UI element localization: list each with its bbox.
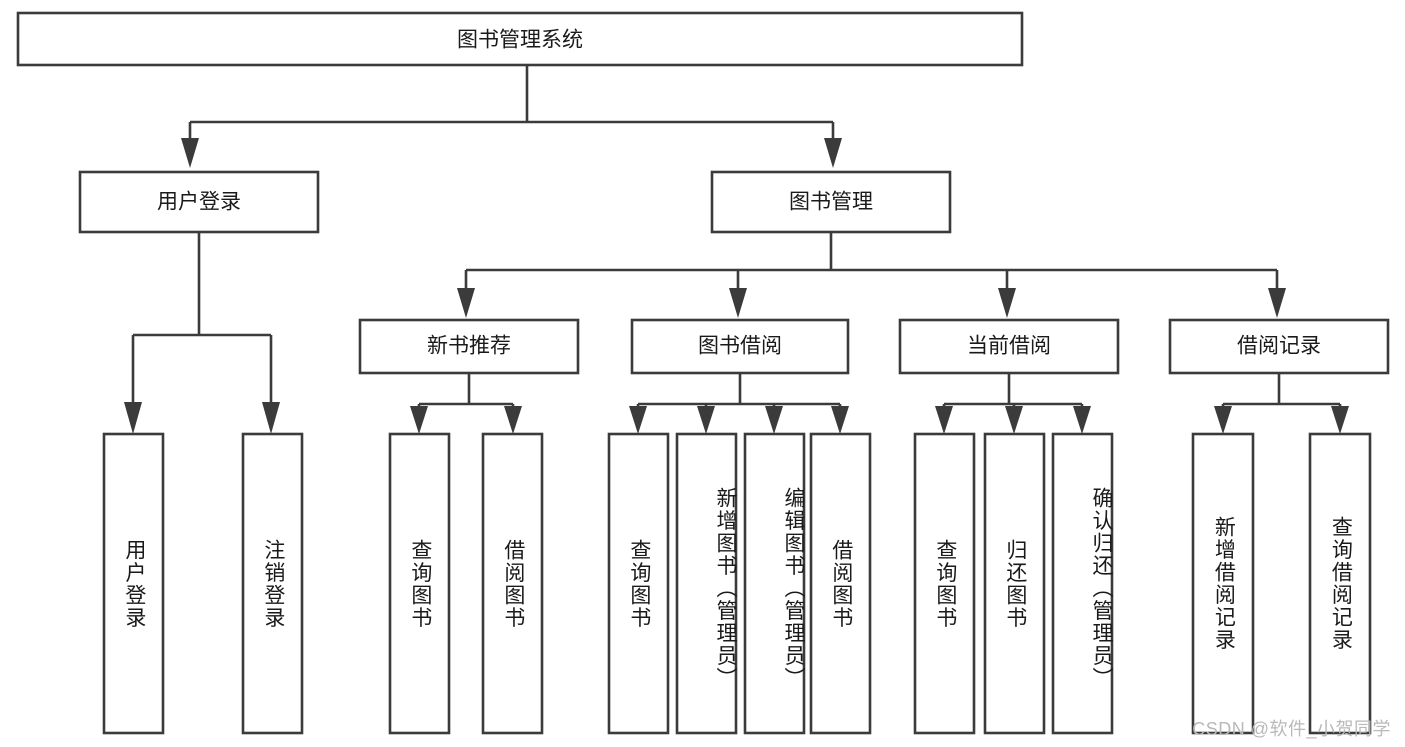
- arrow-head-nb-query-book: [410, 406, 428, 434]
- node-book-borrow-box[interactable]: [630, 318, 850, 375]
- arrow-head-bb-borrow-book: [831, 406, 849, 434]
- node-book-borrow[interactable]: 图书借阅: [630, 318, 850, 375]
- arrow-head-userlogin: [181, 138, 199, 168]
- node-borrow-record-label: 借阅记录: [1237, 335, 1321, 358]
- node-new-book-recommend[interactable]: 新书推荐: [358, 318, 580, 375]
- node-root[interactable]: 图书管理系统: [16, 11, 1024, 67]
- csdn-watermark: CSDN @软件_小贺同学: [1192, 719, 1391, 739]
- node-borrow-record-box[interactable]: [1168, 318, 1390, 375]
- node-new-book-recommend-label: 新书推荐: [427, 335, 511, 358]
- node-book-management-label: 图书管理: [789, 191, 873, 214]
- leaf-box-br-add-record[interactable]: [1191, 432, 1255, 735]
- arrow-head-bookmgmt: [824, 138, 842, 168]
- arrow-head-current-borrow: [998, 288, 1016, 318]
- node-book-borrow-label: 图书借阅: [698, 335, 782, 358]
- leaf-box-cb-confirm-return[interactable]: [1051, 432, 1114, 735]
- node-root-box[interactable]: [16, 11, 1024, 67]
- arrow-head-nb-borrow-book: [504, 406, 522, 434]
- node-borrow-record[interactable]: 借阅记录: [1168, 318, 1390, 375]
- arrow-head-bb-add-book: [697, 406, 715, 434]
- leaf-box-logout[interactable]: [241, 432, 304, 735]
- leaf-box-nb-borrow-book[interactable]: [481, 432, 544, 735]
- leaf-box-user-login[interactable]: [102, 432, 165, 735]
- arrow-head-bb-query-book: [629, 406, 647, 434]
- arrow-head-user-login-leaf: [124, 402, 142, 434]
- arrow-head-logout-leaf: [262, 402, 280, 434]
- arrow-head-br-query-record: [1331, 406, 1349, 434]
- leaf-box-cb-return-book[interactable]: [983, 432, 1046, 735]
- node-user-login[interactable]: 用户登录: [78, 170, 320, 234]
- node-root-label: 图书管理系统: [457, 29, 583, 52]
- leaf-box-bb-borrow-book[interactable]: [809, 432, 872, 735]
- arrow-head-cb-confirm-return: [1073, 406, 1091, 434]
- arrow-head-new-book: [457, 288, 475, 318]
- leaf-box-br-query-record[interactable]: [1308, 432, 1372, 735]
- arrow-head-book-borrow: [729, 288, 747, 318]
- arrow-head-br-add-record: [1214, 406, 1232, 434]
- arrow-head-bb-edit-book: [765, 406, 783, 434]
- leaf-box-bb-add-book[interactable]: [675, 432, 738, 735]
- node-current-borrow-box[interactable]: [898, 318, 1120, 375]
- arrow-head-cb-return-book: [1005, 406, 1023, 434]
- node-new-book-recommend-box[interactable]: [358, 318, 580, 375]
- node-user-login-label: 用户登录: [157, 191, 241, 214]
- node-current-borrow-label: 当前借阅: [967, 335, 1051, 358]
- node-book-management[interactable]: 图书管理: [710, 170, 952, 234]
- leaf-box-nb-query-book[interactable]: [388, 432, 451, 735]
- arrow-head-borrow-record: [1268, 288, 1286, 318]
- node-book-management-box[interactable]: [710, 170, 952, 234]
- node-current-borrow[interactable]: 当前借阅: [898, 318, 1120, 375]
- leaf-box-cb-query-book[interactable]: [913, 432, 976, 735]
- arrow-head-cb-query-book: [935, 406, 953, 434]
- leaf-box-bb-query-book[interactable]: [607, 432, 670, 735]
- leaf-box-bb-edit-book[interactable]: [743, 432, 806, 735]
